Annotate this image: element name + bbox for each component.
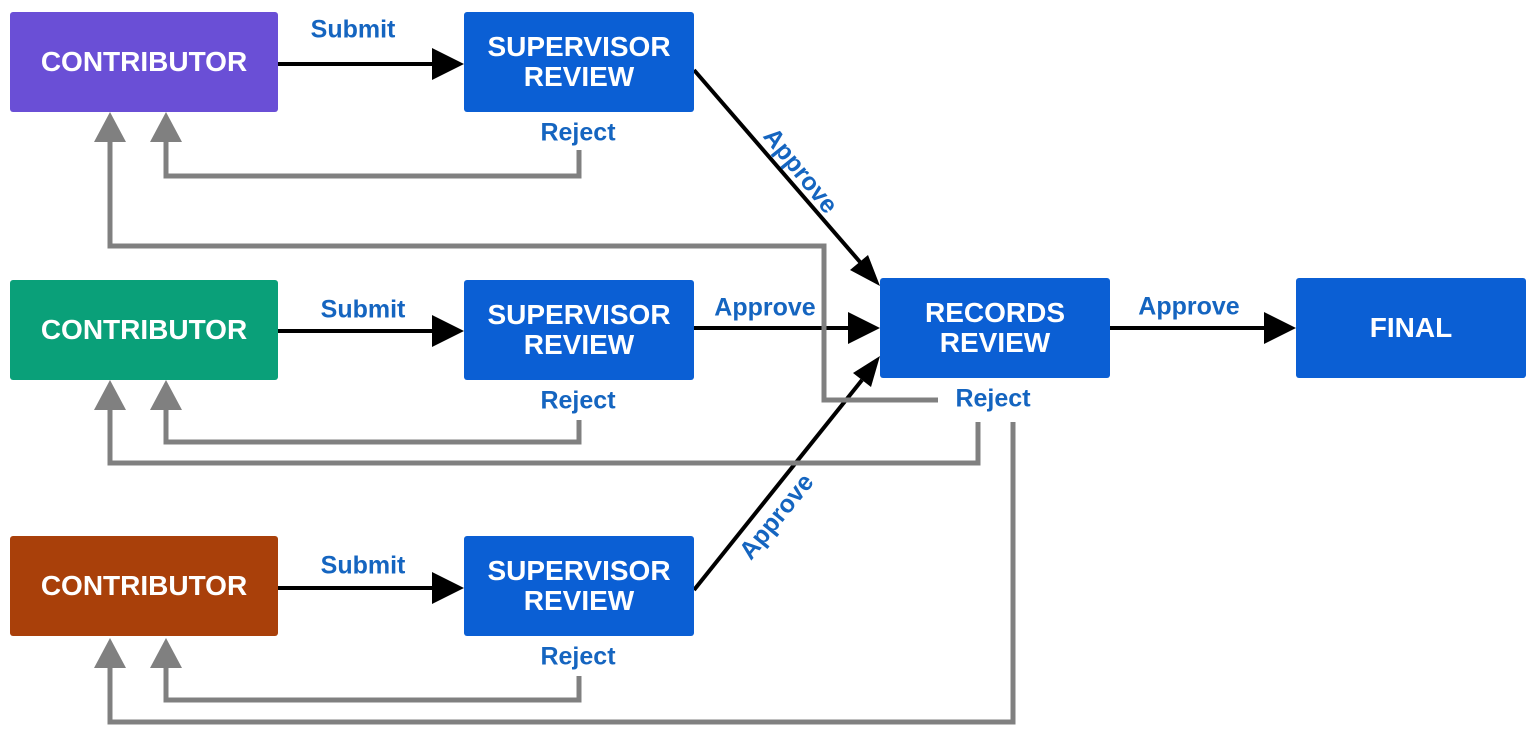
supervisor-review-label-1: SUPERVISOR REVIEW [487, 31, 671, 92]
approve-label-2: Approve [714, 293, 816, 322]
reject-label-2: Reject [540, 386, 616, 415]
contributor-label-2: CONTRIBUTOR [40, 314, 248, 345]
contributor-box-1: CONTRIBUTOR [10, 12, 278, 112]
final-approve-label: Approve [1138, 292, 1240, 321]
supervisor-review-box-2: SUPERVISOR REVIEW [464, 280, 694, 380]
records-review-label: RECORDS REVIEW [924, 297, 1065, 358]
supervisor-review-label-2: SUPERVISOR REVIEW [487, 299, 671, 360]
contributor-label-3: CONTRIBUTOR [40, 570, 248, 601]
supervisor-review-label-3: SUPERVISOR REVIEW [487, 555, 671, 616]
reject-return-3 [150, 638, 582, 703]
submit-arrow-1 [278, 48, 464, 80]
reject-return-2 [150, 380, 582, 445]
records-reject-return-2 [94, 380, 981, 466]
reject-label-3: Reject [540, 642, 616, 671]
contributor-box-3: CONTRIBUTOR [10, 536, 278, 636]
submit-arrow-3 [278, 572, 464, 604]
records-review-box: RECORDS REVIEW [880, 278, 1110, 378]
submit-label-1: Submit [310, 15, 396, 44]
submit-label-3: Submit [320, 551, 406, 580]
reject-return-1 [150, 112, 582, 179]
approve-arrow-1 [692, 68, 880, 286]
final-box: FINAL [1296, 278, 1526, 378]
final-approve-arrow [1110, 312, 1296, 344]
supervisor-review-box-3: SUPERVISOR REVIEW [464, 536, 694, 636]
contributor-box-2: CONTRIBUTOR [10, 280, 278, 380]
submit-label-2: Submit [320, 295, 406, 324]
final-label: FINAL [1369, 312, 1453, 343]
approve-arrow-3 [692, 356, 880, 592]
records-reject-label: Reject [955, 384, 1031, 413]
contributor-label-1: CONTRIBUTOR [40, 46, 248, 77]
records-reject-return-3 [94, 422, 1016, 725]
records-reject-return-1 [94, 112, 938, 403]
supervisor-review-box-1: SUPERVISOR REVIEW [464, 12, 694, 112]
reject-label-1: Reject [540, 118, 616, 147]
submit-arrow-2 [278, 315, 464, 347]
